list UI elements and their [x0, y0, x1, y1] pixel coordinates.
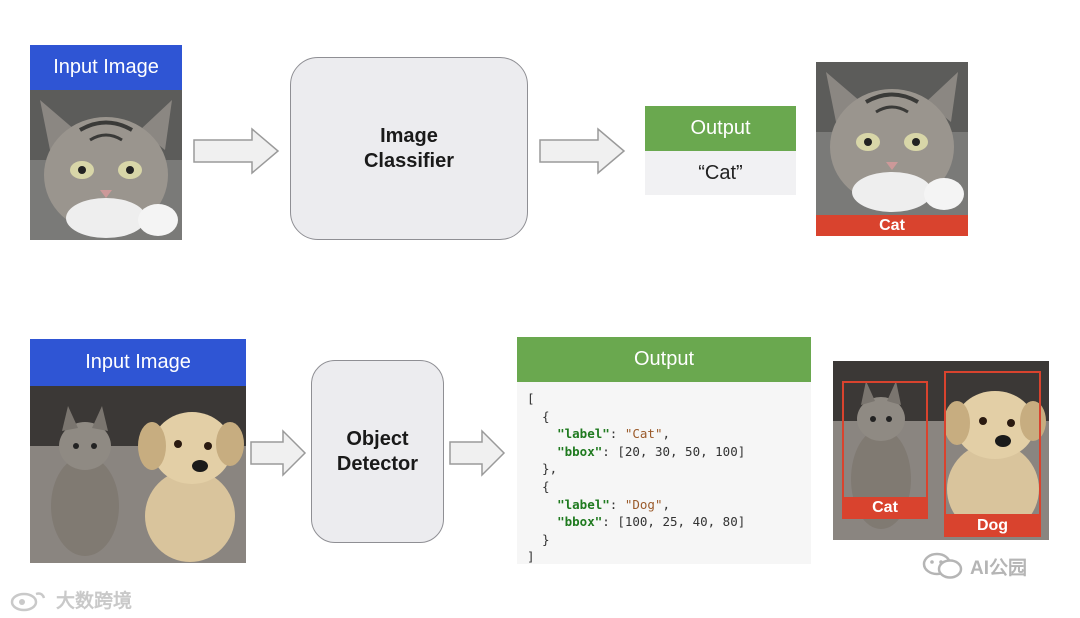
weibo-logo-icon: [10, 591, 46, 611]
cat-photo-result-top: [816, 62, 968, 215]
arrow-right-icon: [193, 127, 280, 175]
bbox-dog: [944, 371, 1041, 537]
watermark-bottom-left: 大数跨境: [10, 586, 132, 613]
arrow-right-icon: [250, 429, 307, 477]
image-classifier-label: Image Classifier: [363, 124, 455, 172]
image-classifier-box: Image Classifier: [290, 57, 528, 240]
code-key: "label": [557, 426, 610, 442]
cat-photo-input-top: [30, 90, 182, 240]
output-header-top: Output: [645, 106, 796, 151]
code-line: }: [527, 531, 550, 547]
cat-dog-photo-input: [30, 386, 246, 563]
code-key: "label": [557, 496, 610, 512]
result-tag-cat-top: Cat: [816, 215, 968, 236]
code-line: },: [527, 461, 558, 477]
input-image-label-bottom: Input Image: [30, 339, 246, 386]
object-detector-label: Object Detector: [336, 427, 419, 475]
code-line: [: [527, 391, 535, 406]
code-value: "Dog": [624, 496, 663, 512]
arrow-right-icon: [449, 429, 506, 477]
object-detector-box: Object Detector: [311, 360, 444, 543]
code-value: [100, 25, 40, 80]: [617, 514, 746, 530]
code-line: {: [527, 478, 550, 494]
result-tag-cat-bottom: Cat: [842, 497, 928, 519]
output-header-bottom: Output: [517, 337, 811, 382]
code-key: "bbox": [557, 514, 603, 530]
code-line: ]: [527, 549, 535, 565]
json-output-block: [ { "label": "Cat", "bbox": [20, 30, 50,…: [517, 382, 811, 564]
code-value: "Cat": [624, 426, 663, 442]
input-image-label-top: Input Image: [30, 45, 182, 90]
output-value-top: “Cat”: [645, 151, 796, 195]
watermark-text-right: AI公园: [970, 557, 1028, 579]
watermark-text-left: 大数跨境: [56, 591, 133, 612]
code-key: "bbox": [557, 443, 603, 459]
arrow-right-icon: [539, 127, 626, 175]
code-value: [20, 30, 50, 100]: [617, 443, 746, 459]
code-line: {: [527, 408, 550, 424]
wechat-logo-icon: [922, 552, 963, 579]
watermark-bottom-right: AI公园: [922, 552, 1027, 580]
result-tag-dog: Dog: [944, 514, 1041, 537]
